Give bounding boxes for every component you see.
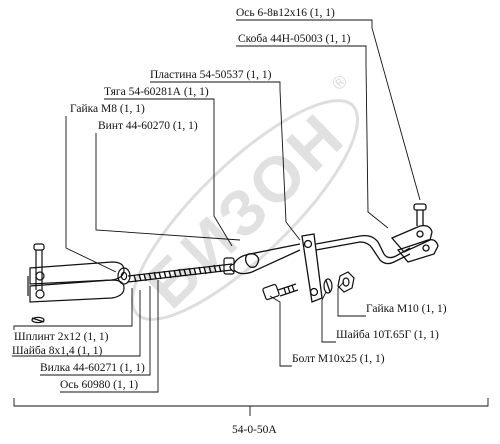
label-bolt-m10x25: Болт М10х25 (1, 1) <box>292 353 385 365</box>
label-gayka-m10: Гайка М10 (1, 1) <box>366 303 447 315</box>
label-os-6-8v12x16: Ось 6-8в12х16 (1, 1) <box>236 7 335 19</box>
fork-assembly <box>27 243 131 324</box>
label-shplint-2x12: Шплинт 2х12 (1, 1) <box>14 331 109 343</box>
label-vilka-44-60271: Вилка 44-60271 (1, 1) <box>40 362 145 374</box>
threaded-rod <box>127 257 235 283</box>
bolt-m10 <box>262 283 299 301</box>
label-os-60980: Ось 60980 (1, 1) <box>60 379 139 391</box>
spring-washer <box>323 278 333 294</box>
label-plastina-54-50537: Пластина 54-50537 (1, 1) <box>150 69 272 81</box>
label-gayka-m8: Гайка М8 (1, 1) <box>70 103 145 115</box>
plate <box>301 233 323 303</box>
label-tyaga-54-60281a: Тяга 54-60281А (1, 1) <box>104 86 209 98</box>
assembly-code: 54-0-50А <box>232 424 277 436</box>
label-shayba-8x14: Шайба 8х1,4 (1, 1) <box>12 345 103 357</box>
leader-lines <box>12 19 489 416</box>
label-skoba-44n-05003: Скоба 44Н-05003 (1, 1) <box>238 33 351 45</box>
label-vint-44-60270: Винт 44-60270 (1, 1) <box>98 120 198 132</box>
nut-m10 <box>337 271 355 293</box>
bracket-assembly <box>315 203 439 265</box>
tie-rod <box>229 243 301 275</box>
label-shayba-10t65g: Шайба 10Т.65Г (1, 1) <box>336 329 439 341</box>
